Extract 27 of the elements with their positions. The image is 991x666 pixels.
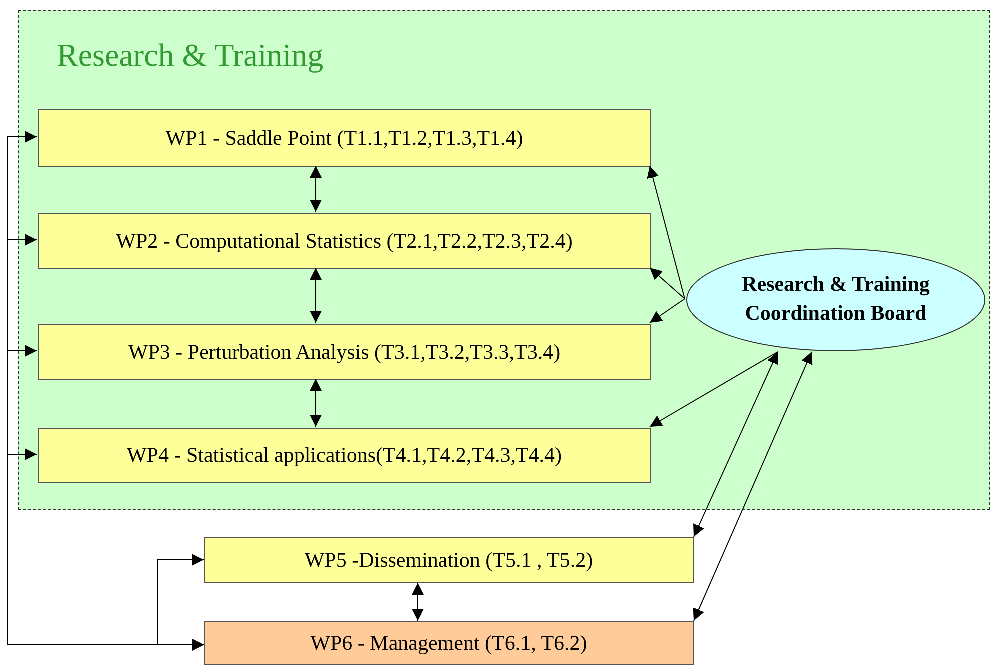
work-package-box — [38, 428, 651, 483]
work-package-label: WP1 - Saddle Point (T1.1,T1.2,T1.3,T1.4) — [166, 126, 524, 150]
region-panel — [18, 10, 990, 510]
arrow — [650, 268, 686, 300]
arrow — [650, 298, 686, 324]
board-ellipse — [686, 248, 986, 352]
arrow — [647, 166, 686, 300]
work-package-label: WP2 - Computational Statistics (T2.1,T2.2,T2.3,T2.4) — [116, 228, 573, 254]
work-package-label: WP4 - Statistical applications(T4.1,T4.2,T4.3,T4.4) — [126, 443, 562, 468]
work-package-label: WP5 -Dissemination (T5.1 , T5.2) — [304, 548, 594, 572]
work-package-box — [38, 324, 651, 380]
region-heading: Research & Training — [57, 37, 324, 74]
arrow — [310, 268, 322, 324]
arrow — [158, 554, 204, 651]
work-package-box — [38, 213, 651, 269]
work-package-box — [38, 109, 651, 167]
work-package-box — [204, 621, 694, 665]
arrow — [694, 352, 778, 538]
board-label: Research & Training Coordination Board — [741, 271, 931, 327]
work-package-label: WP3 - Perturbation Analysis (T3.1,T3.2,T3.3,T3.4) — [128, 340, 561, 364]
arrow — [412, 582, 424, 622]
arrow — [310, 378, 322, 428]
arrow — [693, 352, 813, 622]
work-package-box — [204, 537, 694, 583]
arrow — [310, 166, 322, 212]
work-package-label: WP6 - Management (T6.1, T6.2) — [310, 630, 588, 656]
arrow — [650, 352, 778, 428]
